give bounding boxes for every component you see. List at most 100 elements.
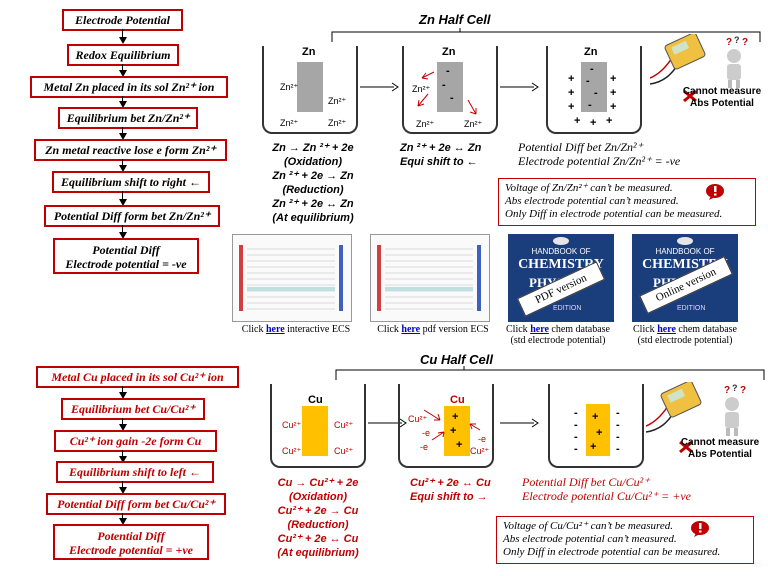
plus-sign: +: [610, 87, 617, 99]
flow-electrode-potential: Electrode Potential: [62, 9, 183, 31]
cross-icon: [683, 89, 697, 103]
cu-ion: Cu²⁺: [282, 446, 302, 456]
book-title-line1: HANDBOOK OF: [655, 247, 715, 256]
minus-sign: -: [446, 65, 450, 77]
flow-cu-electrode-potential: Potential Diff Electrode potential = +ve: [53, 524, 209, 560]
zn-beaker2-metal-label: Zn: [442, 46, 456, 58]
plus-sign: +: [590, 441, 597, 453]
thinking-person-icon: ? ? ?: [724, 384, 746, 436]
book-logo: [677, 237, 693, 245]
here-link[interactable]: here: [657, 324, 676, 335]
ion-deposit-arrows: [423, 409, 481, 441]
pd-line: Electrode potential Zn/Zn²⁺ = -ve: [518, 154, 681, 168]
cu-ion: Cu²⁺: [408, 414, 428, 424]
cu-beaker-2: [398, 384, 494, 468]
plus-sign: +: [574, 115, 581, 127]
svg-text:?: ?: [724, 385, 730, 396]
eq-line: Cu²⁺ + 2e ↔ Cu: [410, 477, 491, 489]
caption-post: chem database: [675, 324, 737, 335]
cu-equations-1: Cu → Cu²⁺ + 2e (Oxidation) Cu²⁺ + 2e → C…: [262, 476, 374, 560]
caption-pre: Click: [633, 324, 658, 335]
svg-text:?: ?: [742, 37, 748, 48]
caption-post: pdf version ECS: [420, 324, 489, 335]
minus-sign: -: [574, 443, 578, 455]
exclamation-icon: [691, 521, 709, 537]
eq-line: (Reduction): [282, 184, 344, 196]
plus-sign: +: [592, 411, 599, 423]
thinking-person-icon: ? ? ?: [726, 36, 748, 88]
handbook-cover-pdf[interactable]: HANDBOOK OF CHEMISTRY PHYS PDF version E…: [508, 234, 614, 322]
flow-cu-pd-line1: Potential Diff: [97, 529, 165, 543]
zn-beaker-3: [546, 46, 642, 134]
zn-ion: Zn²⁺: [280, 118, 299, 128]
cannot-line2: Abs Potential: [688, 449, 752, 460]
pd-line: Potential Diff bet Zn/Zn²⁺: [518, 140, 643, 154]
cu-potential-diff: Potential Diff bet Cu/Cu²⁺ Electrode pot…: [522, 475, 691, 503]
zn-ion: Zn²⁺: [412, 84, 431, 94]
zn-ion: Zn²⁺: [328, 118, 347, 128]
resource-caption-4: Click here chem database (std electrode …: [622, 324, 748, 346]
flow-zn-potential-diff: Potential Diff form bet Zn/Zn²⁺: [44, 205, 220, 227]
eq-line: (Oxidation): [288, 491, 348, 503]
cu-beaker2-metal-label: Cu: [450, 394, 465, 406]
multimeter-icon: [646, 382, 702, 433]
minus-sign: -: [616, 431, 620, 443]
ion-release-arrows: [417, 71, 477, 115]
book-edition: EDITION: [553, 305, 582, 312]
zn-electrode-2: [437, 62, 463, 112]
caption-post: chem database: [548, 324, 610, 335]
zn-electrode-3: [581, 62, 607, 112]
zn-beaker1-metal-label: Zn: [302, 46, 316, 58]
cu-beaker1-metal-label: Cu: [308, 394, 323, 406]
eq-line: Zn → Zn ²⁺ + 2e: [272, 142, 354, 154]
resource-caption-2: Click here pdf version ECS: [372, 324, 494, 335]
resource-caption-3: Click here chem database (std electrode …: [500, 324, 616, 346]
eq-line: Zn ²⁺ + 2e ↔ Zn: [400, 142, 482, 154]
minus-sign: -: [586, 75, 590, 87]
cu-electrode-3: [586, 404, 610, 456]
zn-beaker-1: [262, 46, 358, 134]
zn-ion: Zn²⁺: [280, 82, 299, 92]
book-title-line1: HANDBOOK OF: [531, 247, 591, 256]
caption-sub: (std electrode potential): [510, 335, 606, 346]
plus-sign: +: [456, 439, 463, 451]
flow-zn-electrode-potential: Potential Diff Electrode potential = -ve: [53, 238, 199, 274]
eq-line: Equi shift to ←: [400, 156, 478, 168]
cu-ion: Cu²⁺: [334, 446, 354, 456]
minus-sign: -: [574, 431, 578, 443]
minus-sign: -: [616, 407, 620, 419]
plus-sign: +: [568, 101, 575, 113]
here-link[interactable]: here: [265, 324, 285, 335]
zn-cannot-measure: Cannot measure Abs Potential: [672, 86, 768, 110]
ecs-table-thumbnail-2[interactable]: [370, 234, 490, 322]
eq-line: (Oxidation): [283, 156, 343, 168]
here-link[interactable]: here: [401, 324, 421, 335]
note-line: Abs electrode potential can’t measured.: [503, 533, 677, 545]
resource-caption-1: Click here interactive ECS: [236, 324, 356, 335]
handbook-cover-online[interactable]: HANDBOOK OF CHEMISTRY PHYS Online versio…: [632, 234, 738, 322]
flow-cu-placed: Metal Cu placed in its sol Cu²⁺ ion: [36, 366, 239, 388]
zn-equations-1: Zn → Zn ²⁺ + 2e (Oxidation) Zn ²⁺ + 2e →…: [258, 141, 368, 225]
eq-line: Cu²⁺ + 2e → Cu: [277, 505, 359, 517]
caption-pre: Click: [241, 324, 266, 335]
here-link[interactable]: here: [530, 324, 549, 335]
minus-sign: -: [616, 419, 620, 431]
eq-line: (Reduction): [287, 519, 349, 531]
caption-pre: Click: [506, 324, 531, 335]
minus-sign: -: [590, 63, 594, 75]
cu-note-box: Voltage of Cu/Cu²⁺ can’t be measured. Ab…: [496, 516, 754, 564]
flow-zn-shift-right: Equilibrium shift to right ←: [52, 171, 210, 193]
zn-ion: Zn²⁺: [328, 96, 347, 106]
arrow-right-icon: [368, 418, 407, 428]
minus-sign: -: [594, 87, 598, 99]
ecs-table-thumbnail-1[interactable]: [232, 234, 352, 322]
caption-post: interactive ECS: [284, 324, 351, 335]
plus-sign: +: [606, 115, 613, 127]
note-line: Only Diff in electrode potential can be …: [503, 546, 721, 558]
minus-sign: -: [616, 443, 620, 455]
plus-sign: +: [590, 117, 597, 129]
flow-redox-equilibrium: Redox Equilibrium: [67, 44, 179, 66]
zn-ion: Zn²⁺: [464, 119, 483, 129]
cu-equations-2: Cu²⁺ + 2e ↔ Cu Equi shift to →: [410, 476, 491, 504]
plus-sign: +: [452, 411, 459, 423]
